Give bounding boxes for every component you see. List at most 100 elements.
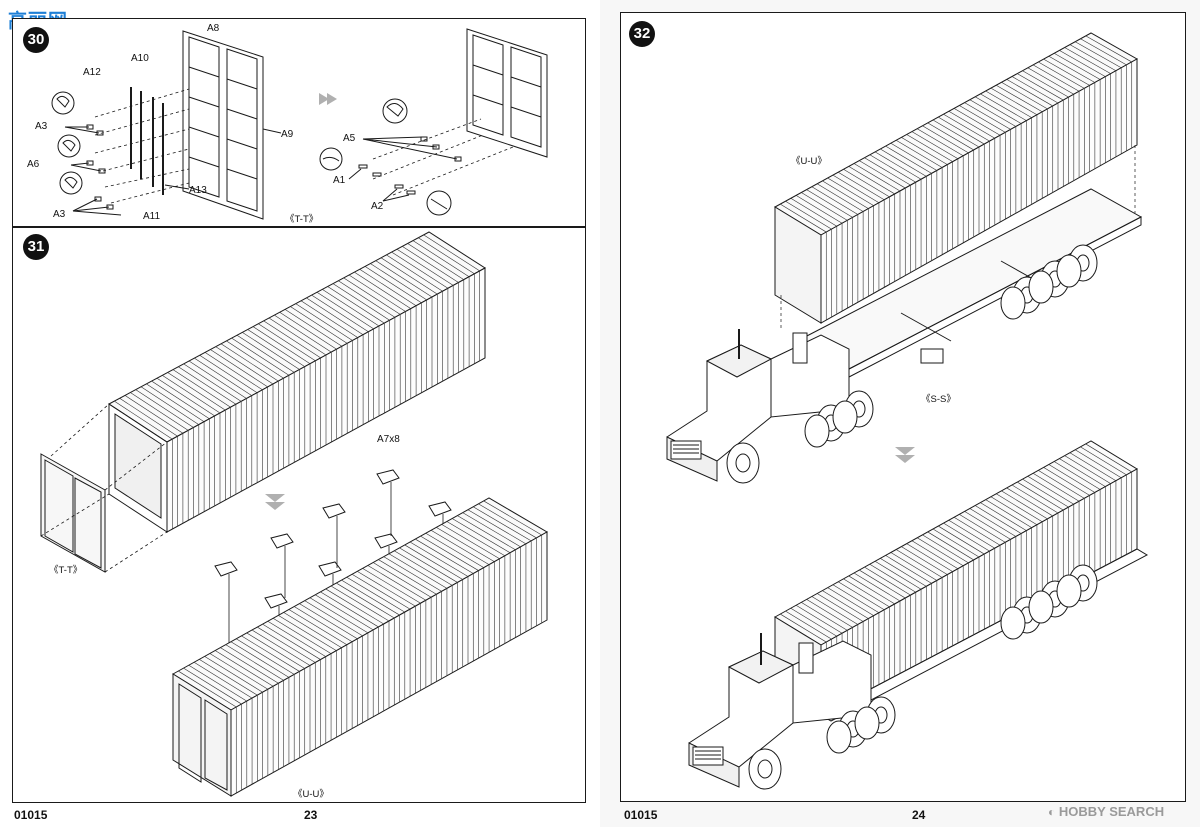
container-rib [1001, 82, 1048, 110]
container-rib [214, 650, 274, 687]
container-rib [785, 610, 832, 640]
container-rib [885, 145, 932, 174]
container-rib [1038, 61, 1085, 89]
label-a1: A1 [333, 175, 346, 186]
container-rib [204, 352, 263, 391]
container-rib [467, 509, 527, 545]
container-rib [311, 294, 369, 333]
container-rib [330, 585, 390, 622]
container-rib [832, 174, 880, 203]
step-31-drawing [40, 231, 549, 797]
container-rib [351, 574, 411, 610]
container-rib [399, 547, 458, 583]
container-rib [895, 549, 943, 578]
step-30-panel: 30 [12, 18, 586, 227]
container-rib [146, 383, 205, 422]
container-rib [251, 629, 311, 666]
container-rib [1017, 73, 1064, 101]
container-rib [241, 635, 300, 672]
container-rib [943, 113, 990, 142]
container-rib [242, 332, 300, 370]
container-rib [1022, 478, 1069, 508]
container-rib [811, 596, 859, 625]
container-rib [1022, 70, 1069, 98]
container-rib [172, 369, 231, 408]
container-rib [215, 346, 274, 385]
container-rib [236, 334, 295, 373]
container-rib [1053, 461, 1101, 490]
container-rib [354, 271, 411, 309]
container-rib [932, 119, 980, 148]
container-rib [262, 623, 321, 660]
container-rib [990, 496, 1038, 525]
container-rib [827, 587, 874, 616]
container-rib [322, 289, 380, 327]
container-rib [880, 558, 927, 587]
container-rib [194, 357, 252, 396]
container-rib [1075, 41, 1122, 69]
step-32-drawing [666, 32, 1149, 790]
label-a13: A13 [189, 185, 207, 196]
container-rib [420, 535, 479, 571]
container-rib [188, 360, 247, 399]
footer-right-page: 24 [912, 808, 926, 822]
container-rib [451, 518, 511, 554]
container-rib [801, 602, 848, 631]
right-page: 32 [600, 0, 1200, 827]
container-rib [890, 552, 938, 581]
container-rib [801, 192, 848, 221]
container-rib [1069, 44, 1117, 71]
container-rib [964, 511, 1011, 540]
container-rib [425, 532, 484, 568]
label-uu-step32: 《U-U》 [791, 156, 827, 167]
container-rib [822, 180, 869, 209]
container-rib [378, 559, 437, 595]
container-rib [418, 237, 475, 275]
container-rib [859, 160, 906, 189]
container-rib [848, 166, 895, 195]
container-rib [843, 578, 890, 608]
container-rib [210, 349, 268, 388]
step-31-panel: 31 [12, 227, 586, 803]
container-rib [396, 248, 454, 286]
container-rib [838, 581, 885, 611]
container-rib [890, 142, 938, 171]
container-rib [257, 626, 316, 663]
container-rib [816, 593, 864, 622]
container-rib [279, 312, 337, 350]
container-rib [336, 582, 395, 619]
container-rib [1069, 452, 1117, 481]
container-rib [838, 171, 885, 201]
container-rib [267, 620, 326, 657]
footer-left-page: 23 [304, 808, 318, 822]
container-rib [325, 588, 384, 625]
container-rib [225, 644, 284, 681]
container-rib [932, 528, 980, 558]
container-rib [300, 300, 358, 338]
step-30-arrow [319, 93, 337, 105]
container-rib [948, 519, 995, 549]
container-rib [343, 277, 401, 315]
container-rib [188, 664, 247, 702]
container-rib [948, 111, 995, 139]
container-rib [806, 599, 853, 628]
container-rib [199, 355, 258, 393]
container-rib [1006, 487, 1053, 517]
container-rib [315, 594, 374, 631]
container-rib [974, 505, 1022, 534]
container-rib [231, 337, 290, 376]
container-rib [283, 612, 342, 648]
label-a10: A10 [131, 53, 149, 64]
container-rib [853, 572, 901, 602]
container-rib [1011, 76, 1059, 104]
container-rib [980, 502, 1027, 531]
container-rib [156, 377, 215, 417]
container-rib [927, 531, 974, 561]
container-rib [974, 96, 1022, 124]
container-rib [1080, 446, 1127, 476]
label-a5: A5 [343, 133, 356, 144]
container-rib [911, 131, 959, 159]
step-32-number: 32 [633, 25, 651, 42]
container-rib [327, 286, 385, 324]
container-rib [1006, 79, 1053, 107]
